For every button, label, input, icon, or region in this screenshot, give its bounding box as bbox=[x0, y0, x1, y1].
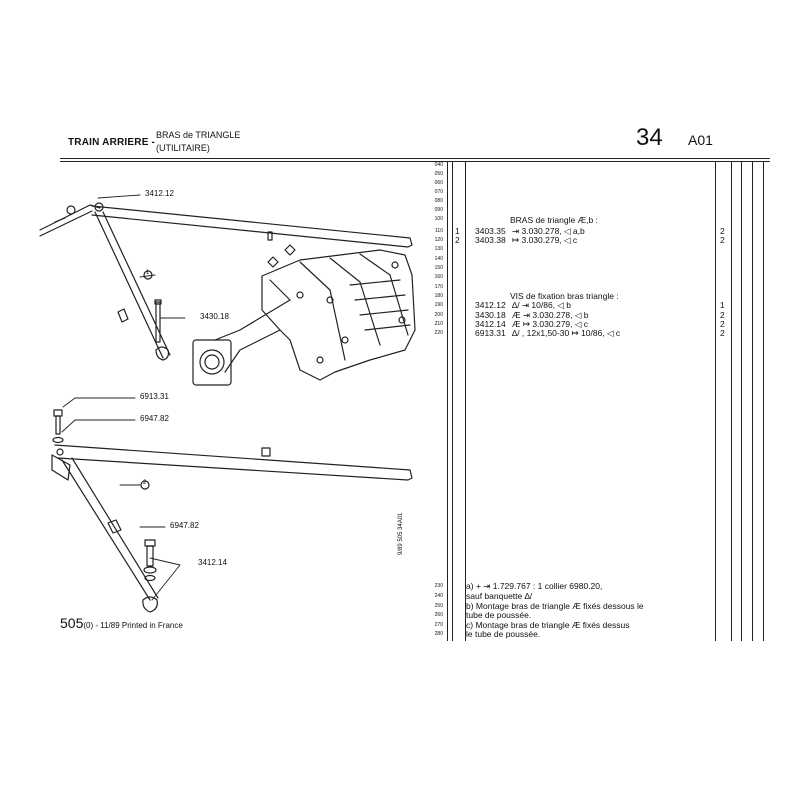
callout-label: 3412.14 bbox=[198, 558, 227, 567]
line-number: 150 bbox=[434, 265, 443, 271]
table-divider bbox=[741, 161, 742, 641]
part-quantity: 2 bbox=[720, 235, 725, 245]
line-number: 230 bbox=[434, 583, 443, 589]
callout-number: 2 bbox=[143, 480, 147, 486]
table-divider bbox=[715, 161, 716, 641]
vertical-code: 9/89 505 34A01 bbox=[398, 512, 404, 555]
note-line: tube de poussée. bbox=[466, 610, 532, 620]
group-title: BRAS de triangle bbox=[510, 215, 576, 225]
line-number: 190 bbox=[434, 302, 443, 308]
line-number: 080 bbox=[434, 198, 443, 204]
callout-label: 6947.82 bbox=[140, 414, 169, 423]
table-divider bbox=[452, 161, 453, 641]
callout-circle-2 bbox=[140, 480, 150, 490]
note-line: b) Montage bras de triangle Æ fixés dess… bbox=[466, 601, 644, 611]
page-title: TRAIN ARRIERE - bbox=[68, 137, 156, 148]
callout-label: 6947.82 bbox=[170, 521, 199, 530]
part-description: Æ ⇥ 3.030.278, ◁ b bbox=[512, 310, 589, 320]
item-number: 1 bbox=[455, 226, 460, 236]
callout-label: 6913.31 bbox=[140, 392, 169, 401]
part-reference: 3412.14 bbox=[475, 319, 506, 329]
header-rule-2 bbox=[60, 161, 770, 162]
part-quantity: 2 bbox=[720, 226, 725, 236]
line-number: 280 bbox=[434, 631, 443, 637]
upper-arm bbox=[39, 202, 413, 361]
line-number: 050 bbox=[434, 171, 443, 177]
line-number: 090 bbox=[434, 207, 443, 213]
note-line: c) Montage bras de triangle Æ fixés dess… bbox=[466, 620, 630, 630]
footer-model: 505 bbox=[60, 615, 84, 631]
part-quantity: 2 bbox=[720, 310, 725, 320]
item-number: 2 bbox=[455, 235, 460, 245]
bolt-lower bbox=[143, 539, 157, 582]
line-number: 160 bbox=[434, 274, 443, 280]
line-number: 110 bbox=[435, 228, 443, 234]
table-divider bbox=[731, 161, 732, 641]
part-quantity: 1 bbox=[720, 300, 725, 310]
part-reference: 6913.31 bbox=[475, 328, 506, 338]
differential-housing bbox=[192, 244, 416, 386]
line-number: 240 bbox=[434, 593, 443, 599]
line-number: 120 bbox=[434, 237, 443, 243]
line-number: 140 bbox=[434, 256, 443, 262]
line-number: 040 bbox=[434, 162, 443, 168]
line-number: 270 bbox=[434, 622, 443, 628]
line-number: 220 bbox=[434, 330, 443, 336]
header-rule bbox=[60, 158, 770, 159]
part-description: Æ ↦ 3.030.279, ◁ c bbox=[512, 319, 589, 329]
line-number: 130 bbox=[434, 246, 443, 252]
lower-arm bbox=[51, 444, 413, 613]
part-reference: 3412.12 bbox=[475, 300, 506, 310]
part-reference: 3403.38 bbox=[475, 235, 506, 245]
table-divider bbox=[447, 161, 448, 641]
line-number: 060 bbox=[434, 180, 443, 186]
line-number: 180 bbox=[434, 293, 443, 299]
group-symbol: Æ bbox=[577, 215, 587, 225]
page-subtitle-2: (UTILITAIRE) bbox=[156, 143, 210, 153]
group-heading: VIS de fixation bras triangle : bbox=[510, 291, 619, 301]
note-line: le tube de poussée. bbox=[466, 629, 541, 639]
footer-text: (0) - 11/89 Printed in France bbox=[83, 621, 183, 630]
line-number: 210 bbox=[434, 321, 443, 327]
callout-label: 3412.12 bbox=[145, 189, 174, 198]
table-divider bbox=[465, 161, 466, 641]
line-number: 250 bbox=[434, 603, 443, 609]
page-number: 34 bbox=[636, 124, 663, 151]
note-line: a) + ⇥ 1.729.767 : 1 collier 6980.20, bbox=[466, 581, 603, 591]
callout-circle-1 bbox=[143, 270, 153, 280]
line-number: 070 bbox=[434, 189, 443, 195]
page-code: A01 bbox=[688, 132, 713, 148]
table-divider bbox=[752, 161, 753, 641]
bolt-6913 bbox=[52, 409, 64, 444]
note-line: sauf banquette ∆/ bbox=[466, 591, 533, 601]
callout-label: 3430.18 bbox=[200, 312, 229, 321]
group-title: VIS de fixation bras triangle : bbox=[510, 291, 619, 301]
part-reference: 3403.35 bbox=[475, 226, 506, 236]
bolt-3430 bbox=[154, 299, 162, 343]
part-description: ↦ 3.030.279, ◁ c bbox=[512, 235, 578, 245]
part-quantity: 2 bbox=[720, 319, 725, 329]
footer: 505(0) - 11/89 Printed in France bbox=[60, 615, 183, 631]
part-description: ∆/ ⇥ 10/86, ◁ b bbox=[512, 300, 572, 310]
line-number: 100 bbox=[434, 216, 443, 222]
line-number: 200 bbox=[434, 312, 443, 318]
part-description: ⇥ 3.030.278, ◁ a,b bbox=[512, 226, 585, 236]
page-subtitle: BRAS de TRIANGLE bbox=[156, 130, 241, 140]
callout-number: 1 bbox=[146, 270, 150, 276]
line-number: 170 bbox=[434, 284, 443, 290]
line-number: 260 bbox=[434, 612, 443, 618]
part-quantity: 2 bbox=[720, 328, 725, 338]
group-suffix: ,b : bbox=[586, 215, 598, 225]
group-heading: BRAS de triangle Æ,b : bbox=[510, 215, 598, 225]
table-divider bbox=[763, 161, 764, 641]
part-reference: 3430.18 bbox=[475, 310, 506, 320]
part-description: ∆/ , 12x1,50-30 ↦ 10/86, ◁ c bbox=[512, 328, 621, 338]
